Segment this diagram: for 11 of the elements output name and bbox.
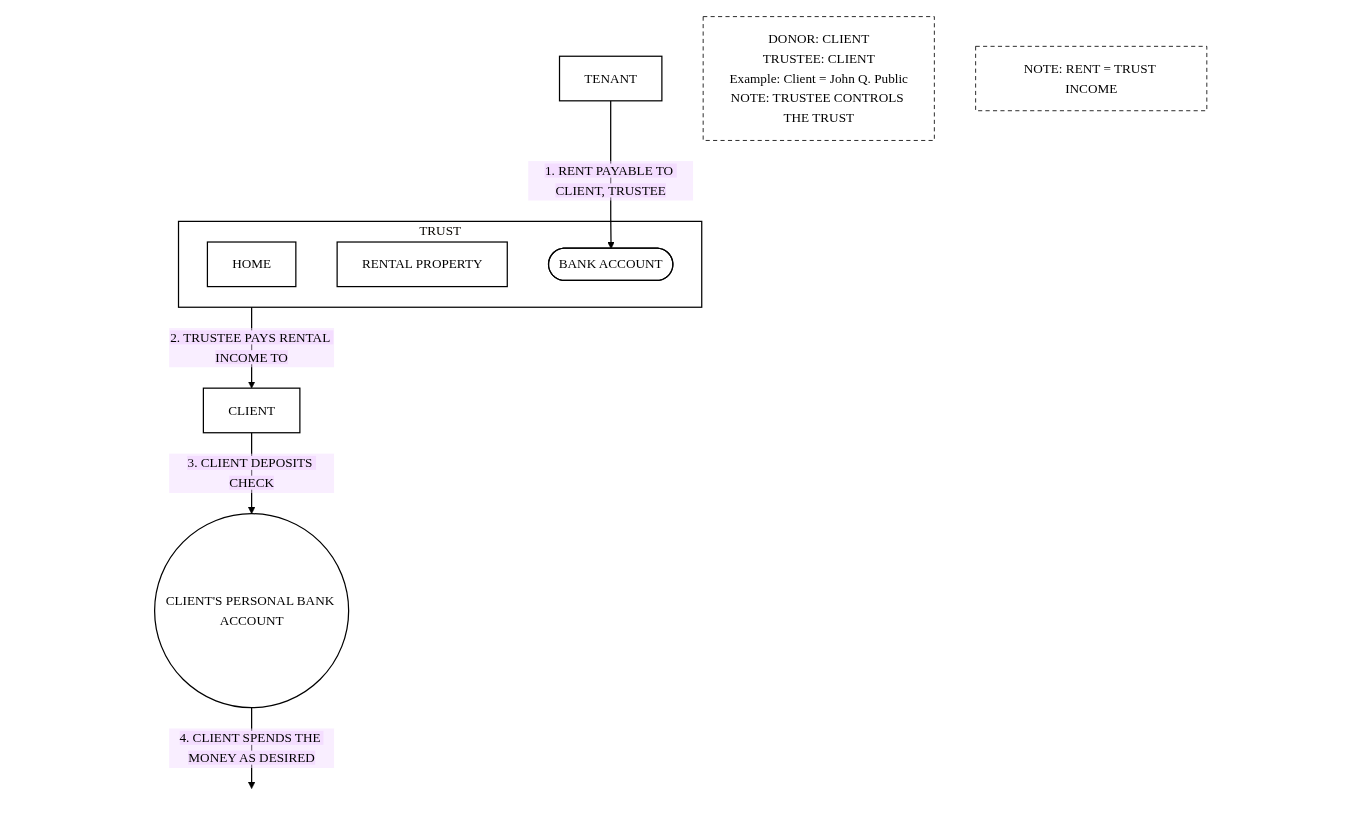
node-box: DONOR: CLIENT TRUSTEE: CLIENT Example: Client = John Q. Public NOTE: TRUSTEE CONTROLS THE TRUST: [702, 15, 935, 141]
node-box: TENANT: [558, 55, 663, 101]
node-circle: CLIENT'S PERSONAL BANK ACCOUNT: [153, 512, 350, 708]
edge-label: 1. RENT PAYABLE TO CLIENT, TRUSTEE: [544, 163, 673, 197]
edge-label: 3. CLIENT DEPOSITS CHECK: [187, 455, 313, 490]
node-box: HOME: [206, 240, 297, 287]
node-box: NOTE: RENT = TRUST INCOME: [975, 45, 1208, 111]
edge-label: 4. CLIENT SPENDS THE MONEY AS DESIRED: [179, 730, 321, 765]
node-box: CLIENT: [202, 387, 301, 433]
edge-label: 2. TRUSTEE PAYS RENTAL INCOME TO: [170, 329, 330, 364]
node-box: RENTAL PROPERTY: [336, 240, 508, 287]
